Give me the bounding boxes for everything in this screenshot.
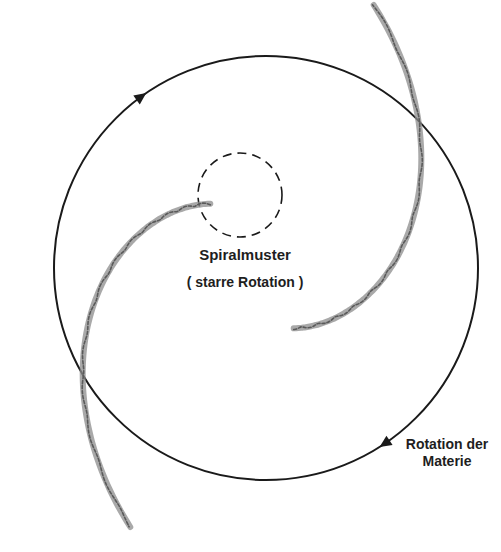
matter-orbit (54, 56, 478, 480)
spiral-arm (294, 5, 422, 328)
spiral-arm-texture (294, 5, 423, 330)
pattern-note: ( starre Rotation ) (168, 274, 322, 291)
spiral-arm (83, 204, 211, 527)
rotation-arrowhead (133, 93, 146, 105)
spiral-arm-texture (82, 203, 210, 527)
rotation-label: Rotation der Materie (404, 436, 490, 470)
rotation-arrowhead (380, 436, 393, 447)
core-circle (198, 153, 282, 237)
pattern-label: Spiralmuster (190, 246, 300, 264)
